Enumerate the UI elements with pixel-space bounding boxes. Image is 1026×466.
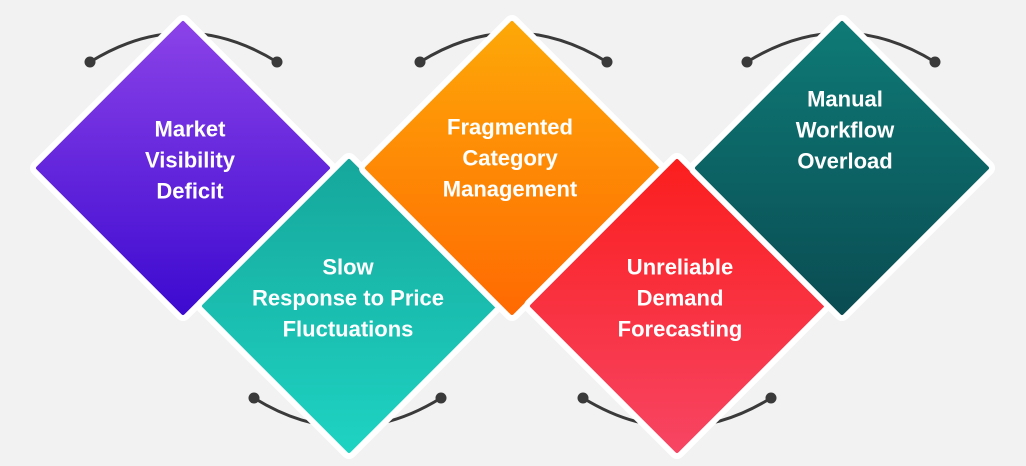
label-line: Response to Price — [252, 285, 444, 311]
label-line: Forecasting — [617, 316, 743, 342]
diamond-market-visibility — [36, 21, 330, 315]
label-line: Manual — [807, 86, 883, 112]
label-slow-response: Slow Response to Price Fluctuations — [252, 252, 444, 345]
connector-dot — [741, 56, 753, 68]
connector-dot — [765, 392, 777, 404]
connector-dot — [929, 56, 941, 68]
label-line: Deficit — [156, 178, 224, 204]
label-manual-workflow: Manual Workflow Overload — [796, 84, 895, 177]
label-line: Slow — [322, 254, 374, 280]
label-line: Visibility — [144, 147, 236, 173]
label-line: Market — [154, 116, 226, 142]
connector-dot — [577, 392, 589, 404]
connector-dot — [601, 56, 613, 68]
label-unreliable-demand: Unreliable Demand Forecasting — [618, 252, 743, 345]
label-market-visibility-deficit: Market Visibility Deficit — [145, 114, 235, 207]
connector-dot — [271, 56, 283, 68]
label-line: Demand — [636, 285, 724, 311]
connector-dot — [84, 56, 96, 68]
connector-dot — [248, 392, 260, 404]
label-line: Management — [442, 176, 578, 202]
label-line: Fluctuations — [282, 316, 414, 342]
label-line: Workflow — [795, 117, 895, 143]
label-line: Overload — [797, 148, 893, 174]
diamond-unreliable-demand — [530, 159, 824, 453]
label-line: Unreliable — [626, 254, 734, 280]
connector-dot — [414, 56, 426, 68]
diamond-fragmented-category — [365, 21, 659, 315]
label-fragmented-category: Fragmented Category Management — [443, 112, 577, 205]
connector-dot — [435, 392, 447, 404]
diamond-manual-workflow — [695, 21, 989, 315]
label-line: Category — [462, 145, 558, 171]
label-line: Fragmented — [447, 114, 573, 140]
